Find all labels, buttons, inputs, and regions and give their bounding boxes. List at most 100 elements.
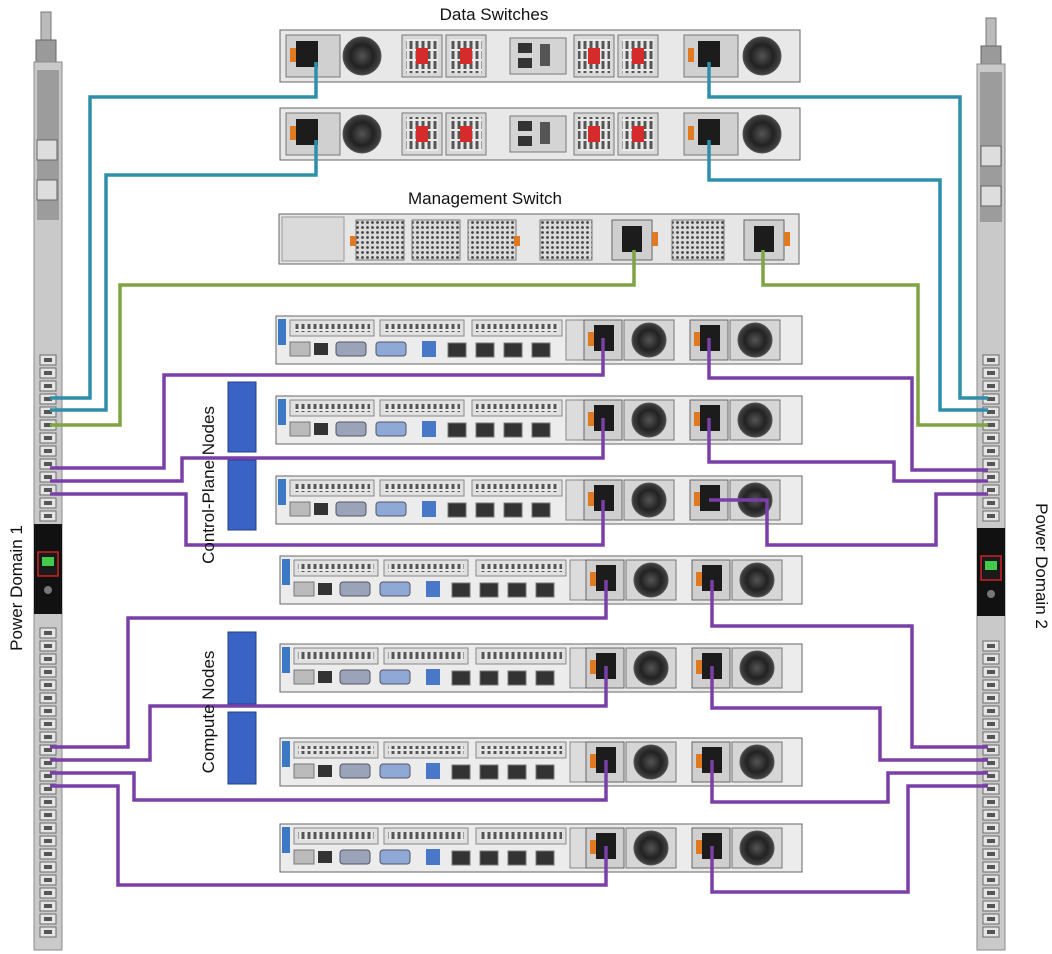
fan-icon [742,114,782,154]
pdu1-display [34,524,62,614]
pdu-outlet [39,731,57,743]
cable-cn1-psu1-pdu1 [50,580,608,749]
data-switches [279,29,801,161]
ethernet-port [451,850,471,866]
pdu-outlet [39,510,57,522]
ethernet-port [479,670,499,686]
pdu-outlet [982,367,1000,379]
pdu-outlet [39,900,57,912]
pdu-outlet [39,692,57,704]
pdu-outlet [982,822,1000,834]
ethernet-port [531,422,551,438]
pdu-outlet [982,666,1000,678]
fan-icon [739,562,775,598]
fan-icon [631,322,667,358]
pdu-outlet [39,497,57,509]
pdu-outlet [982,497,1000,509]
server-rear-io [289,421,551,438]
management-switch [278,213,800,265]
server-rear-io [293,669,555,686]
fan-module [573,34,615,78]
pdu-outlet [39,913,57,925]
compute-node-1 [279,555,803,605]
management-switch-label: Management Switch [408,189,562,208]
pdu-outlet [982,471,1000,483]
pdu-outlet [982,770,1000,782]
ethernet-port [451,764,471,780]
switch-mgmt-ports [509,37,567,75]
cable-cn2-psu2-pdu2 [710,666,988,762]
pdu-outlet [39,822,57,834]
pdu-outlet [982,692,1000,704]
pdu-outlet [982,458,1000,470]
pdu-outlet [39,796,57,808]
ethernet-port [479,582,499,598]
ethernet-port [507,764,527,780]
power-domain-2-label: Power Domain 2 [1032,503,1051,629]
pdu-outlet [39,744,57,756]
ethernet-port [475,502,495,518]
ethernet-port [507,850,527,866]
control-plane-node-1 [275,315,803,365]
pdu-outlet [982,900,1000,912]
pdu1-outlets [39,354,57,938]
pdu-outlet [39,627,57,639]
ethernet-port [479,764,499,780]
fan-module [401,112,443,156]
server-rear-io [293,849,555,866]
pdu-outlet [39,380,57,392]
pdu-outlet [39,354,57,366]
management-switch-psu-1 [611,219,658,261]
cable-cn2-psu1-pdu1 [50,666,608,762]
pdu-outlet [39,679,57,691]
pdu-outlet [39,848,57,860]
ethernet-port [535,850,555,866]
ethernet-port [531,342,551,358]
ethernet-port [447,502,467,518]
pdu-outlet [39,718,57,730]
fan-icon [739,744,775,780]
cable-cn1-psu2-pdu2 [710,580,988,749]
pdu-outlet [39,874,57,886]
data-switch-1 [279,29,801,83]
ethernet-port [475,342,495,358]
pdu-outlet [982,913,1000,925]
pdu-outlet [982,809,1000,821]
control-plane-group-marker [227,381,257,531]
cable-cn3-psu1-pdu1 [50,760,608,802]
cable-cp1-psu1-pdu1 [50,338,605,470]
control-plane-node-2 [275,395,803,445]
compute-group-marker [227,631,257,785]
ethernet-port [503,342,523,358]
pdu2-outlets [982,354,1000,938]
compute-nodes-label: Compute Nodes [199,651,218,774]
fan-icon [739,650,775,686]
cable-mgmt-psu2-pdu2 [761,250,988,427]
pdu-outlet [39,653,57,665]
pdu-outlet [982,406,1000,418]
pdu-outlet [982,848,1000,860]
fan-module [617,112,659,156]
data-switch-2 [279,107,801,161]
pdu-outlet [982,653,1000,665]
fan-module [401,34,443,78]
cable-cn4-psu1-pdu1 [50,784,608,887]
cables [50,62,988,894]
ethernet-port [535,670,555,686]
switch-mgmt-ports [509,115,567,153]
pdu-outlet [982,718,1000,730]
servers [275,315,803,873]
pdu-outlet [39,471,57,483]
ethernet-port [535,764,555,780]
data-switch-psu-right [683,34,739,78]
pdu-outlet [982,380,1000,392]
fan-icon [342,36,382,76]
pdu2-upper-outlets [980,145,1002,207]
fan-icon [737,402,773,438]
pdu-outlet [982,484,1000,496]
fan-icon [742,36,782,76]
server-rear-io [293,581,555,598]
pdu-outlet [982,432,1000,444]
cable-cp1-psu2-pdu2 [707,338,988,472]
